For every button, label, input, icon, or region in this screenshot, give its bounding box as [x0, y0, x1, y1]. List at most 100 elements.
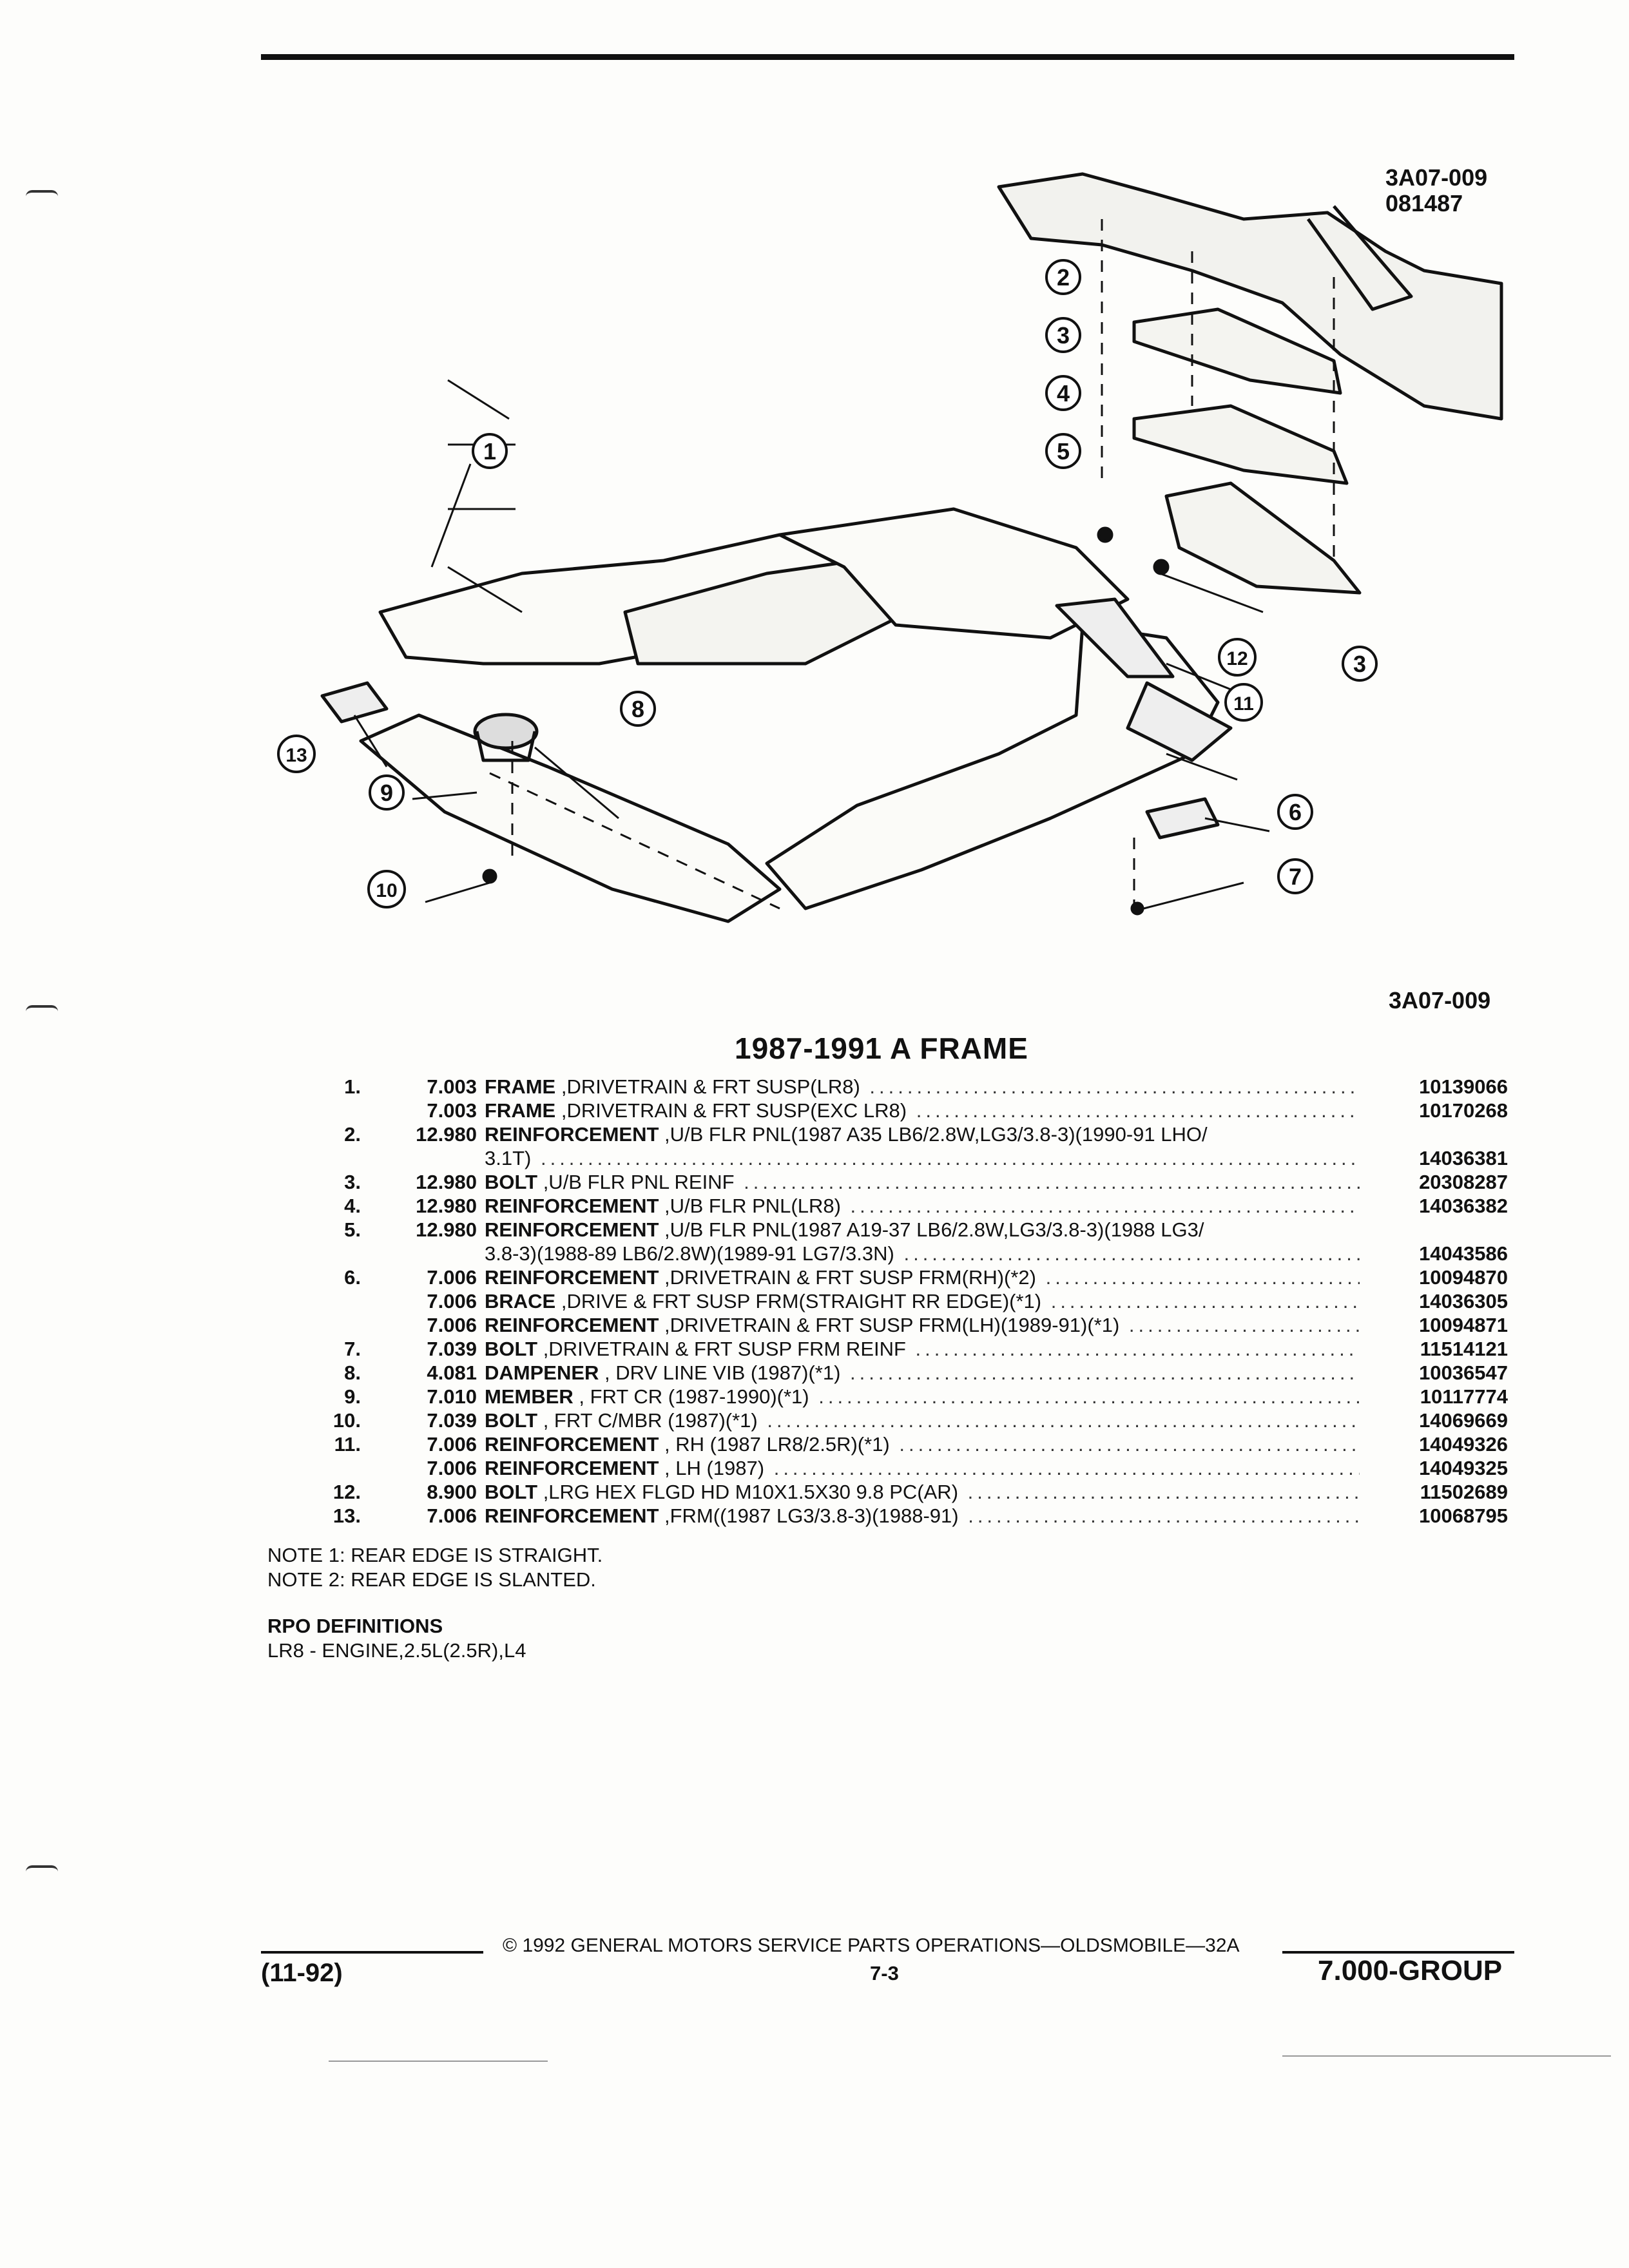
part-description: FRAME ,DRIVETRAIN & FRT SUSP(EXC LR8) ..… [485, 1099, 1360, 1122]
part-number: 14036305 [1419, 1290, 1508, 1312]
figure-date-code: 081487 [1385, 190, 1463, 216]
part-number: 14036382 [1419, 1195, 1508, 1217]
part-index: 1. [344, 1075, 361, 1098]
part-description: REINFORCEMENT ,DRIVETRAIN & FRT SUSP FRM… [485, 1265, 1360, 1289]
figure-ref-top: 3A07-009 [1385, 164, 1488, 191]
callout-2: 2 [1045, 259, 1081, 295]
part-index: 6. [344, 1266, 361, 1289]
part-index: 4. [344, 1195, 361, 1217]
leader-dots: ........................................… [1050, 1290, 1360, 1312]
note-2: NOTE 2: REAR EDGE IS SLANTED. [267, 1568, 596, 1591]
part-group: 7.039 [427, 1409, 477, 1432]
binder-hole-mark [26, 1005, 58, 1012]
footer-date: (11-92) [261, 1959, 343, 1987]
binder-hole-mark [26, 190, 58, 197]
part-detail: ,U/B FLR PNL(1987 A35 LB6/2.8W,LG3/3.8-3… [659, 1123, 1208, 1146]
part-group: 12.980 [416, 1123, 477, 1146]
part-description: REINFORCEMENT ,FRM((1987 LG3/3.8-3)(1988… [485, 1504, 1360, 1528]
notes: NOTE 1: REAR EDGE IS STRAIGHT. NOTE 2: R… [267, 1543, 602, 1592]
part-detail: ,LRG HEX FLGD HD M10X1.5X30 9.8 PC(AR) [537, 1481, 959, 1503]
part-description: BOLT ,LRG HEX FLGD HD M10X1.5X30 9.8 PC(… [485, 1480, 1360, 1504]
part-name: REINFORCEMENT [485, 1457, 659, 1479]
part-index: 9. [344, 1385, 361, 1408]
svg-text:8: 8 [631, 696, 644, 722]
part-group: 7.006 [427, 1433, 477, 1456]
part-name: REINFORCEMENT [485, 1504, 659, 1527]
leader-dots: ........................................… [850, 1195, 1360, 1217]
leader-dots: ........................................… [767, 1409, 1360, 1432]
part-index: 10. [333, 1409, 361, 1432]
part-detail: ,DRIVETRAIN & FRT SUSP(EXC LR8) [555, 1099, 907, 1122]
part-description: 3.8-3)(1988-89 LB6/2.8W)(1989-91 LG7/3.3… [485, 1242, 1360, 1265]
part-group: 7.003 [427, 1099, 477, 1122]
part-description: BOLT , FRT C/MBR (1987)(*1) ............… [485, 1408, 1360, 1432]
part-detail: ,FRM((1987 LG3/3.8-3)(1988-91) [659, 1504, 959, 1527]
callout-12: 12 [1218, 638, 1257, 677]
part-detail: ,U/B FLR PNL REINF [537, 1171, 735, 1193]
part-name: BOLT [485, 1171, 538, 1193]
part-index: 8. [344, 1361, 361, 1384]
leader-dots: ........................................… [773, 1457, 1360, 1479]
part-name: FRAME [485, 1075, 556, 1098]
part-detail: 3.8-3)(1988-89 LB6/2.8W)(1989-91 LG7/3.3… [485, 1242, 894, 1265]
part-index: 13. [333, 1504, 361, 1527]
part-number: 14043586 [1419, 1242, 1508, 1265]
part-detail: , RH (1987 LR8/2.5R)(*1) [659, 1433, 890, 1456]
callout-10: 10 [367, 870, 406, 908]
footer-group: 7.000-GROUP [1318, 1955, 1503, 1986]
part-detail: , FRT CR (1987-1990)(*1) [573, 1385, 809, 1408]
callout-11: 11 [1224, 683, 1263, 722]
leader-dots: ........................................… [744, 1171, 1360, 1193]
part-group: 4.081 [427, 1361, 477, 1384]
part-number: 11514121 [1420, 1338, 1508, 1360]
part-index: 7. [344, 1338, 361, 1360]
note-1: NOTE 1: REAR EDGE IS STRAIGHT. [267, 1544, 603, 1566]
part-group: 7.006 [427, 1457, 477, 1479]
part-row: 3.8-3)(1988-89 LB6/2.8W)(1989-91 LG7/3.3… [284, 1242, 1508, 1265]
callout-4: 4 [1045, 375, 1081, 411]
part-number: 11502689 [1420, 1481, 1508, 1503]
callout-3: 3 [1045, 317, 1081, 353]
part-number: 10036547 [1419, 1361, 1508, 1384]
svg-text:7: 7 [1289, 863, 1302, 890]
part-number: 10094870 [1419, 1266, 1508, 1289]
part-number: 10068795 [1419, 1504, 1508, 1527]
part-description: REINFORCEMENT ,U/B FLR PNL(1987 A35 LB6/… [485, 1122, 1360, 1146]
rpo-heading: RPO DEFINITIONS [267, 1615, 443, 1637]
part-description: BRACE ,DRIVE & FRT SUSP FRM(STRAIGHT RR … [485, 1289, 1360, 1313]
svg-text:1: 1 [483, 438, 496, 465]
callout-7: 7 [1277, 858, 1313, 894]
part-row: 13. 7.006 REINFORCEMENT ,FRM((1987 LG3/3.8… [284, 1504, 1508, 1528]
exploded-frame-diagram: 1 2 3 4 5 3 6 7 8 9 10 11 12 13 [277, 172, 1503, 923]
part-number: 10139066 [1419, 1075, 1508, 1098]
part-detail: ,DRIVETRAIN & FRT SUSP FRM REINF [537, 1338, 906, 1360]
part-row: 10. 7.039 BOLT , FRT C/MBR (1987)(*1) ....… [284, 1408, 1508, 1432]
part-group: 12.980 [416, 1218, 477, 1241]
part-detail: , LH (1987) [659, 1457, 765, 1479]
part-group: 7.006 [427, 1504, 477, 1527]
part-detail: ,U/B FLR PNL(LR8) [659, 1195, 841, 1217]
figure-ref-bottom: 3A07-009 [1389, 987, 1491, 1014]
leader-dots: ........................................… [967, 1481, 1360, 1503]
leader-dots: ........................................… [850, 1361, 1360, 1384]
part-number: 20308287 [1419, 1171, 1508, 1193]
svg-text:13: 13 [285, 745, 307, 766]
part-index: 3. [344, 1171, 361, 1193]
leader-dots: ........................................… [968, 1504, 1360, 1527]
leader-dots: ........................................… [1045, 1266, 1360, 1289]
part-name: REINFORCEMENT [485, 1314, 659, 1336]
part-description: DAMPENER , DRV LINE VIB (1987)(*1) .....… [485, 1361, 1360, 1385]
scan-artifact [329, 2061, 548, 2062]
part-group: 12.980 [416, 1195, 477, 1217]
svg-text:6: 6 [1289, 799, 1302, 825]
part-name: BOLT [485, 1409, 538, 1432]
part-detail: ,DRIVETRAIN & FRT SUSP FRM(RH)(*2) [659, 1266, 1036, 1289]
part-group: 7.003 [427, 1075, 477, 1098]
part-detail: 3.1T) [485, 1147, 532, 1169]
part-description: BOLT ,DRIVETRAIN & FRT SUSP FRM REINF ..… [485, 1337, 1360, 1361]
part-detail: ,DRIVE & FRT SUSP FRM(STRAIGHT RR EDGE)(… [555, 1290, 1042, 1312]
